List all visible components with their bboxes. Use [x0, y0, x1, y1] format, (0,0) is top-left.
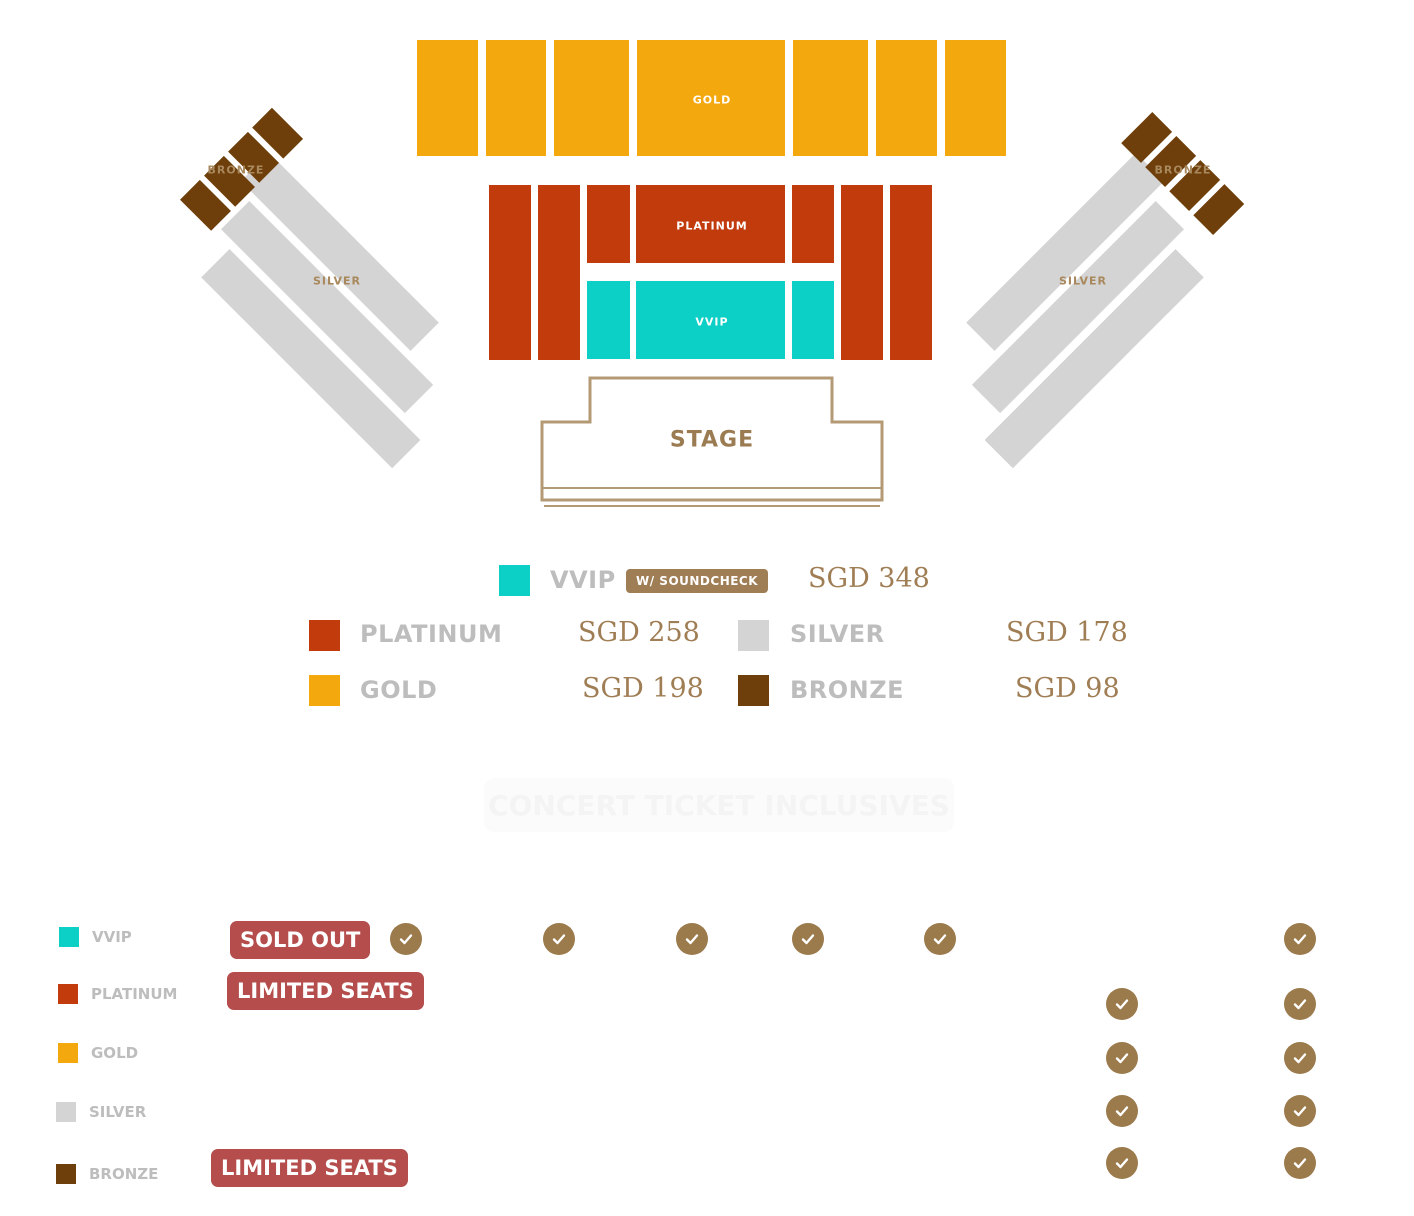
vvip-tier-name: VVIP	[550, 566, 616, 594]
check-icon	[792, 923, 824, 955]
gold-section[interactable]	[793, 40, 868, 156]
silver-price: SGD 178	[1006, 617, 1128, 648]
bronze-left-map-label: BRONZE	[207, 163, 265, 177]
soundcheck-badge: W/ SOUNDCHECK	[626, 569, 769, 593]
check-icon	[1106, 1147, 1138, 1179]
vvip-section[interactable]	[792, 281, 834, 359]
check-icon	[1106, 1095, 1138, 1127]
gold-section[interactable]	[876, 40, 937, 156]
vvip-section[interactable]	[636, 281, 785, 359]
silver-row-swatch	[56, 1102, 76, 1122]
check-icon	[1106, 1042, 1138, 1074]
vvip-row-name: VVIP	[92, 928, 132, 946]
bronze-price: SGD 98	[1015, 673, 1120, 704]
silver-swatch	[738, 620, 769, 651]
platinum-tier-name: PLATINUM	[360, 620, 503, 648]
sold-out-badge: SOLD OUT	[230, 921, 371, 959]
limited-seats-badge: LIMITED SEATS	[211, 1149, 408, 1187]
check-icon	[1284, 988, 1316, 1020]
platinum-row-swatch	[58, 984, 78, 1004]
vvip-section[interactable]	[587, 281, 630, 359]
check-icon	[676, 923, 708, 955]
check-icon	[1284, 1042, 1316, 1074]
check-icon	[543, 923, 575, 955]
platinum-row-name: PLATINUM	[91, 985, 178, 1003]
vvip-price: SGD 348	[808, 563, 930, 594]
platinum-swatch	[309, 620, 340, 651]
platinum-map-label: PLATINUM	[676, 219, 748, 233]
check-icon	[1106, 988, 1138, 1020]
gold-section[interactable]	[637, 40, 785, 156]
gold-section[interactable]	[945, 40, 1006, 156]
platinum-price: SGD 258	[578, 617, 700, 648]
gold-row-name: GOLD	[91, 1044, 139, 1062]
silver-tier-name: SILVER	[790, 620, 885, 648]
bronze-tier-name: BRONZE	[790, 676, 905, 704]
platinum-section[interactable]	[489, 185, 531, 360]
gold-swatch	[309, 675, 340, 706]
gold-section[interactable]	[554, 40, 629, 156]
silver-right-map-label: SILVER	[1058, 274, 1108, 288]
platinum-section[interactable]	[890, 185, 932, 360]
vvip-row-swatch	[59, 927, 79, 947]
platinum-section[interactable]	[792, 185, 834, 263]
gold-row-swatch	[58, 1043, 78, 1063]
bronze-row-swatch	[56, 1164, 76, 1184]
limited-seats-badge: LIMITED SEATS	[227, 972, 424, 1010]
check-icon	[390, 923, 422, 955]
bronze-right-map-label: BRONZE	[1154, 163, 1212, 177]
check-icon	[1284, 1095, 1316, 1127]
bronze-swatch	[738, 675, 769, 706]
stage-label: STAGE	[669, 427, 755, 453]
vvip-swatch	[499, 565, 530, 596]
bronze-row-name: BRONZE	[89, 1165, 159, 1183]
stage-outline	[540, 376, 884, 507]
gold-price: SGD 198	[582, 673, 704, 704]
gold-tier-name: GOLD	[360, 676, 438, 704]
inclusives-heading: CONCERT TICKET INCLUSIVES	[484, 778, 954, 832]
platinum-section[interactable]	[841, 185, 883, 360]
check-icon	[1284, 923, 1316, 955]
silver-row-name: SILVER	[89, 1103, 147, 1121]
platinum-section[interactable]	[587, 185, 630, 263]
platinum-section[interactable]	[538, 185, 580, 360]
platinum-section[interactable]	[636, 185, 785, 263]
silver-left-map-label: SILVER	[312, 274, 362, 288]
vvip-map-label: VVIP	[695, 315, 729, 329]
gold-map-label: GOLD	[692, 93, 732, 107]
check-icon	[1284, 1147, 1316, 1179]
check-icon	[924, 923, 956, 955]
gold-section[interactable]	[417, 40, 478, 156]
gold-section[interactable]	[486, 40, 546, 156]
